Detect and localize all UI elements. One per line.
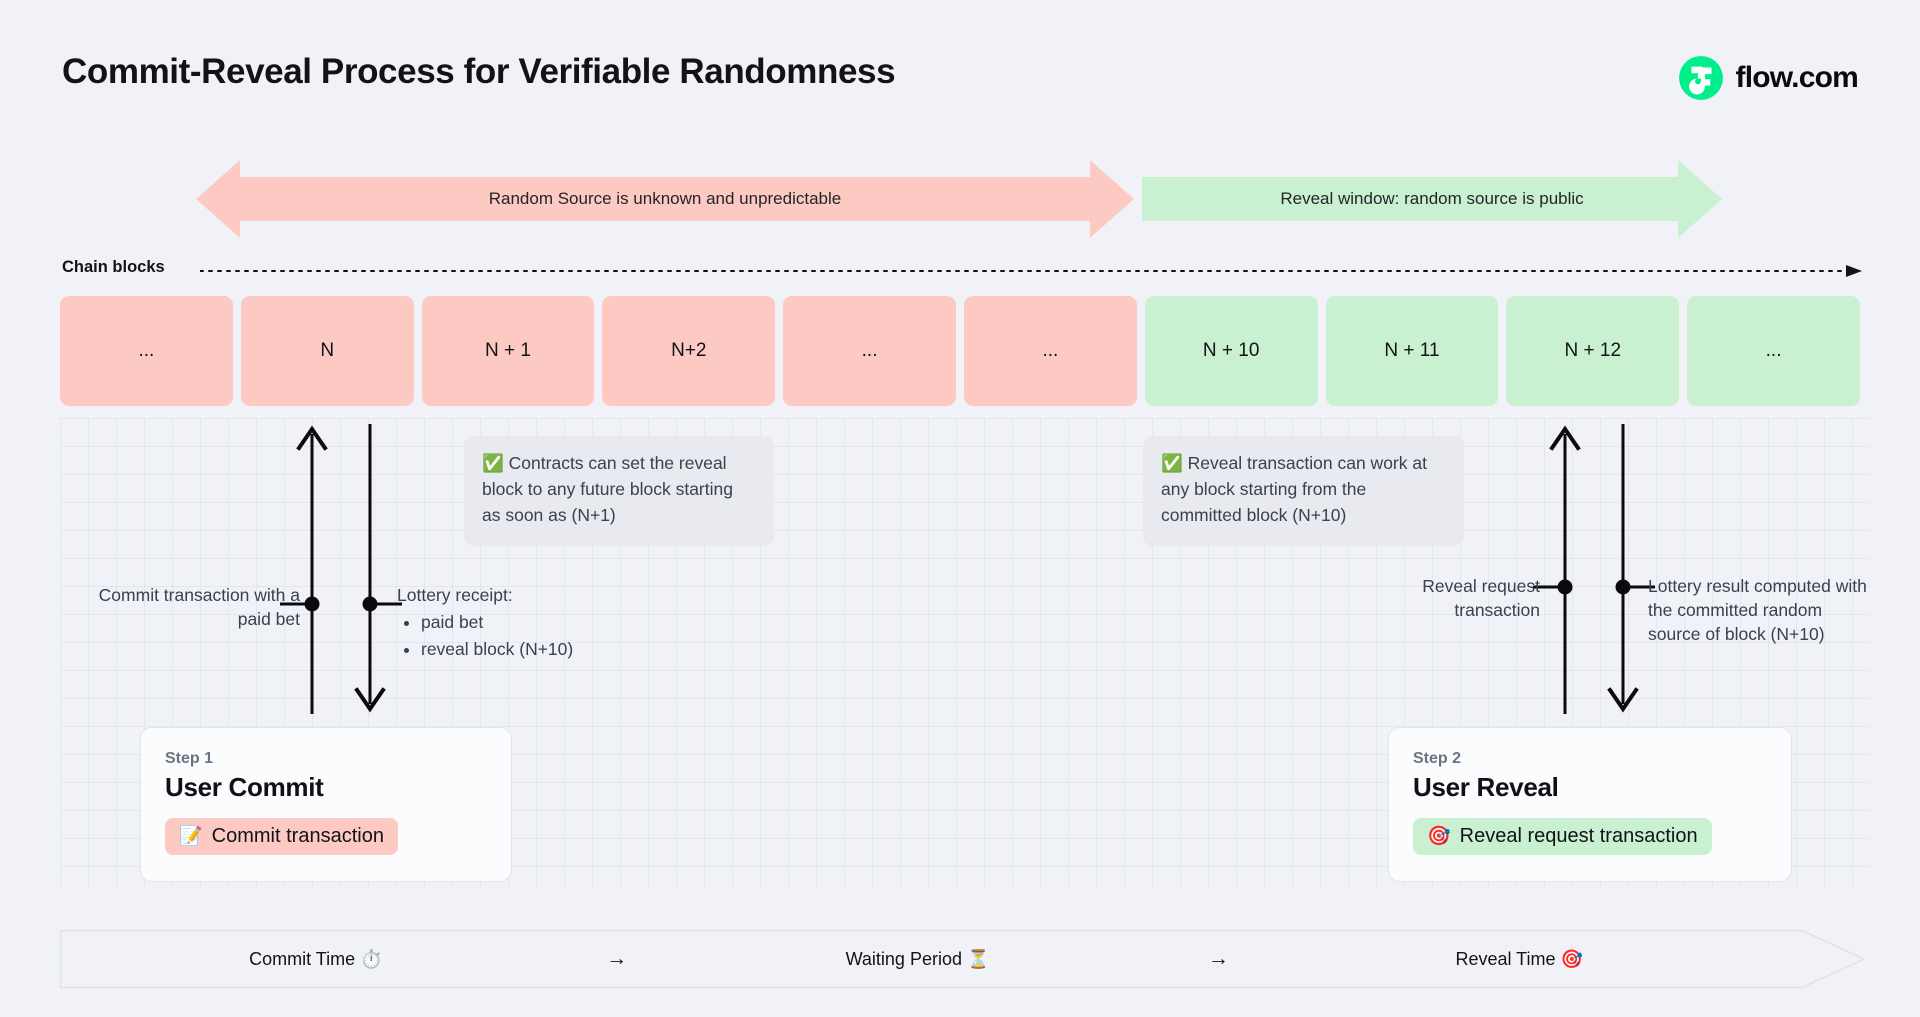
timeline-stage-reveal-time: Reveal Time 🎯 (1455, 948, 1583, 969)
callout-commit-window: ✅ Contracts can set the reveal block to … (464, 436, 774, 546)
list-item: reveal block (N+10) (421, 637, 657, 661)
brand-logo: flow.com (1678, 56, 1859, 100)
connector-arrow-receipt-down (350, 424, 402, 714)
annotation-commit-transaction: Commit transaction with a paid bet (98, 585, 300, 630)
chain-block[interactable]: ... (60, 296, 233, 406)
timeline-separator-arrow-icon: → (606, 947, 628, 970)
list-item: paid bet (421, 610, 657, 634)
connector-arrow-commit-up (280, 424, 332, 714)
check-icon: ✅ (482, 453, 504, 473)
timeline-stage-waiting-period: Waiting Period ⏳ (845, 948, 990, 969)
chain-block[interactable]: N + 12 (1506, 296, 1680, 406)
lottery-receipt-heading: Lottery receipt: (397, 585, 513, 605)
chain-blocks-row: ... N N + 1 N+2 ... ... N + 10 N + 11 N … (60, 296, 1860, 406)
phase-label-unpredictable: Random Source is unknown and unpredictab… (488, 189, 842, 208)
chain-block[interactable]: N + 11 (1325, 296, 1499, 406)
chain-block[interactable]: ... (963, 296, 1137, 406)
commit-transaction-pill-label: Commit transaction (211, 825, 384, 847)
timeline-arrow-shape (60, 930, 1865, 988)
lottery-receipt-list: paid bet reveal block (N+10) (421, 610, 657, 661)
chain-block[interactable]: N (240, 296, 414, 406)
chain-block[interactable]: N + 10 (1144, 296, 1318, 406)
step-title: User Reveal (1413, 772, 1559, 802)
chain-axis-dotted-line (200, 265, 1862, 277)
phase-arrow-unpredictable: Random Source is unknown and unpredictab… (196, 160, 1134, 238)
step-card-user-commit[interactable]: Step 1 User Commit 📝 Commit transaction (140, 727, 512, 882)
phase-arrow-reveal: Reveal window: random source is public (1142, 160, 1722, 238)
flow-logo-icon (1678, 56, 1723, 100)
brand-wordmark: flow.com (1735, 61, 1859, 94)
timeline-items: Commit Time ⏱️ → Waiting Period ⏳ → Reve… (60, 930, 1865, 988)
commit-transaction-pill[interactable]: 📝 Commit transaction (165, 818, 398, 855)
connector-arrow-result-down (1603, 424, 1655, 714)
step-title: User Commit (165, 772, 324, 802)
timeline-stage-commit-time: Commit Time ⏱️ (249, 948, 383, 969)
check-icon: ✅ (1161, 453, 1183, 473)
callout-reveal-window: ✅ Reveal transaction can work at any blo… (1143, 436, 1464, 546)
annotation-lottery-result: Lottery result computed with the committ… (1648, 576, 1867, 645)
memo-icon: 📝 (179, 826, 203, 847)
reveal-request-pill[interactable]: 🎯 Reveal request transaction (1413, 818, 1712, 855)
target-icon: 🎯 (1427, 826, 1451, 847)
step-card-user-reveal[interactable]: Step 2 User Reveal 🎯 Reveal request tran… (1388, 727, 1792, 882)
bottom-timeline: Commit Time ⏱️ → Waiting Period ⏳ → Reve… (60, 930, 1865, 988)
chain-block[interactable]: ... (1687, 296, 1860, 406)
chain-block[interactable]: N + 1 (421, 296, 595, 406)
right-arrow-shape (1142, 160, 1722, 238)
chain-block[interactable]: ... (783, 296, 956, 406)
chain-block[interactable]: N+2 (602, 296, 776, 406)
step-eyebrow: Step 2 (1413, 750, 1462, 767)
phase-label-reveal: Reveal window: random source is public (1280, 189, 1584, 208)
timeline-separator-arrow-icon: → (1207, 947, 1229, 970)
annotation-reveal-request: Reveal request transaction (1422, 576, 1540, 621)
callout-reveal-text: Reveal transaction can work at any block… (1161, 453, 1427, 525)
step-eyebrow: Step 1 (165, 750, 214, 767)
annotation-lottery-receipt: Lottery receipt: paid bet reveal block (… (397, 583, 657, 661)
phase-arrows-row: Random Source is unknown and unpredictab… (0, 160, 1920, 238)
double-arrow-shape (196, 160, 1134, 238)
connector-arrow-reveal-up (1533, 424, 1585, 714)
callout-commit-text: Contracts can set the reveal block to an… (482, 453, 733, 525)
reveal-request-pill-label: Reveal request transaction (1459, 825, 1698, 847)
chain-blocks-label: Chain blocks (62, 258, 165, 276)
page-title: Commit-Reveal Process for Verifiable Ran… (62, 52, 896, 91)
